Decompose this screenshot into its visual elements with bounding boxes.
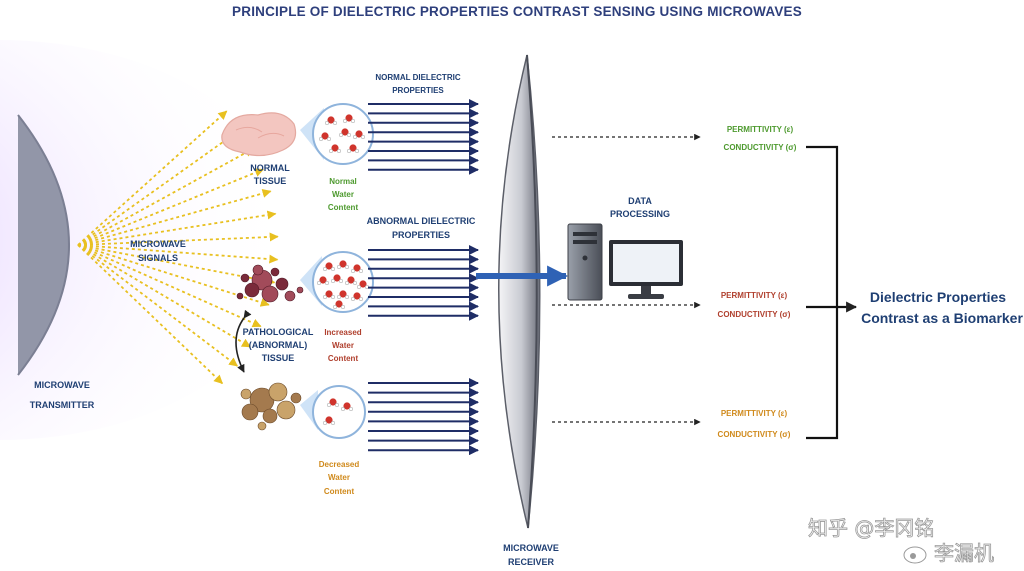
watermark-left: 知乎 @李冈铭	[808, 516, 934, 540]
increased-water-label-line2: Water	[332, 341, 354, 350]
pathological-label-line1: PATHOLOGICAL	[243, 327, 314, 337]
water-molecule-circle-decreased	[312, 385, 366, 439]
receiver-label-line1: MICROWAVE	[503, 543, 559, 553]
microwave-receiver-dish	[498, 54, 541, 529]
abnormal-conductivity-orange: CONDUCTIVITY (σ)	[718, 430, 791, 439]
abnormal-conductivity-red: CONDUCTIVITY (σ)	[718, 310, 791, 319]
normal-tissue-label-line1: NORMAL	[250, 163, 290, 173]
normal-water-label-line3: Content	[328, 203, 359, 212]
normal-conductivity: CONDUCTIVITY (σ)	[724, 143, 797, 152]
receiver-label-line2: RECEIVER	[508, 557, 555, 567]
abnormal-permittivity-red: PERMITTIVITY (ε)	[721, 291, 788, 300]
increased-water-label-line3: Content	[328, 354, 359, 363]
normal-dielectric-label-line1: NORMAL DIELECTRIC	[375, 73, 460, 82]
abnormal-dielectric-label-line1: ABNORMAL DIELECTRIC	[367, 216, 476, 226]
pathological-label-line2: (ABNORMAL)	[249, 340, 308, 350]
curved-double-arrow	[235, 309, 252, 373]
weibo-logo-icon	[903, 546, 927, 564]
abnormal-dielectric-label-line2: PROPERTIES	[392, 230, 450, 240]
decreased-water-label-line3: Content	[324, 487, 355, 496]
normal-tissue-label-line2: TISSUE	[254, 176, 287, 186]
computer-icon	[567, 223, 683, 301]
decreased-water-label-line2: Water	[328, 473, 350, 482]
watermark-right: 李漏机	[934, 541, 994, 565]
normal-permittivity: PERMITTIVITY (ε)	[727, 125, 794, 134]
signals-label-line1: MICROWAVE	[130, 239, 186, 249]
abnormal-permittivity-orange: PERMITTIVITY (ε)	[721, 409, 788, 418]
result-label-line1: Dielectric Properties	[870, 289, 1006, 305]
pathological-label-line3: TISSUE	[262, 353, 295, 363]
normal-water-label-line2: Water	[332, 190, 354, 199]
water-molecule-circle-normal	[312, 103, 374, 165]
transmitter-label-line2: TRANSMITTER	[30, 400, 95, 410]
normal-dielectric-label-line2: PROPERTIES	[392, 86, 444, 95]
decreased-water-label-line1: Decreased	[319, 460, 360, 469]
decreased-tissue-icon	[240, 382, 302, 431]
water-molecule-circle-increased	[312, 251, 374, 313]
signals-label-line2: SIGNALS	[138, 253, 178, 263]
pathological-tissue-icon	[236, 264, 304, 303]
normal-water-label-line1: Normal	[329, 177, 357, 186]
data-processing-label-line2: PROCESSING	[610, 209, 670, 219]
data-processing-label-line1: DATA	[628, 196, 652, 206]
increased-water-label-line1: Increased	[324, 328, 361, 337]
normal-tissue-icon	[221, 112, 297, 157]
result-label-line2: Contrast as a Biomarker	[861, 310, 1023, 326]
page-title: PRINCIPLE OF DIELECTRIC PROPERTIES CONTR…	[232, 4, 802, 19]
transmitter-label-line1: MICROWAVE	[34, 380, 90, 390]
comparison-bracket	[806, 145, 858, 440]
dielectric-arrow-bundles	[368, 99, 479, 456]
